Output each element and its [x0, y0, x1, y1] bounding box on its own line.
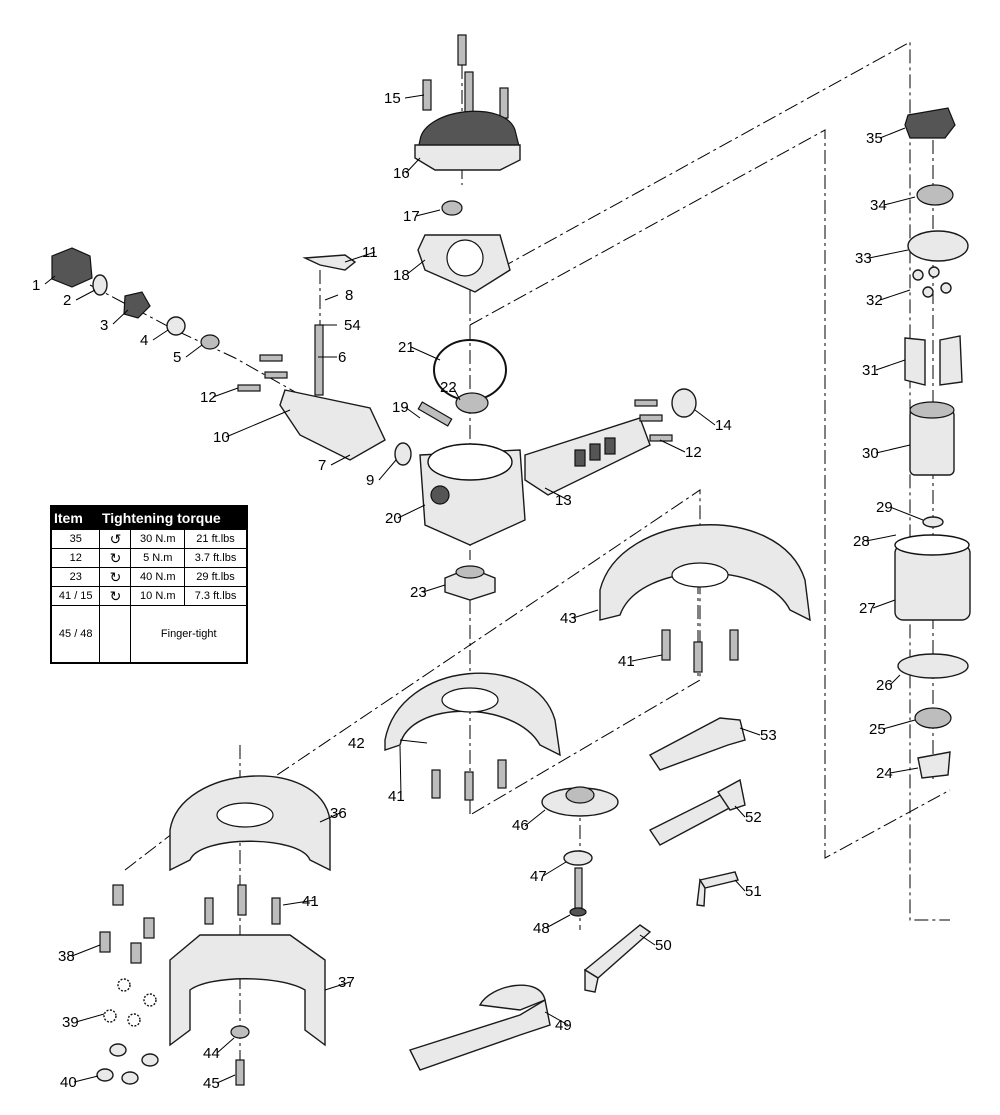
part-label: 29	[876, 499, 893, 516]
torque-nm-cell: 30 N.m	[130, 529, 186, 549]
part-label: 1	[32, 277, 40, 294]
gear-cover-assembly	[414, 34, 521, 293]
left-handle-assembly	[51, 247, 412, 466]
part-label: 35	[866, 130, 883, 147]
torque-ftlbs-cell: 7.3 ft.lbs	[184, 586, 248, 606]
part-label: 39	[62, 1014, 79, 1031]
part-label: 22	[440, 379, 457, 396]
table-row: 35 ↺ 30 N.m 21 ft.lbs	[50, 529, 248, 549]
part-label: 6	[338, 349, 346, 366]
part-number-labels: 1 2 3 4 5 6 7 8 9 10 11 12 12 13 14 15 1…	[32, 90, 893, 1092]
part-label: 33	[855, 250, 872, 267]
clockwise-arrow-icon: ↻	[99, 586, 132, 606]
part-label: 38	[58, 948, 75, 965]
wheel-guards	[169, 524, 811, 1047]
part-label: 4	[140, 332, 148, 349]
item-cell: 23	[50, 567, 101, 587]
item-cell: 12	[50, 548, 101, 568]
fasteners	[96, 629, 739, 1086]
part-label: 32	[866, 292, 883, 309]
part-label: 40	[60, 1074, 77, 1091]
part-label: 9	[366, 472, 374, 489]
table-header-torque: Tightening torque	[99, 506, 247, 530]
part-label: 30	[862, 445, 879, 462]
part-label: 24	[876, 765, 893, 782]
part-label: 48	[533, 920, 550, 937]
torque-ftlbs-cell: 29 ft.lbs	[184, 567, 248, 587]
torque-nm-cell: 5 N.m	[130, 548, 186, 568]
part-label: 46	[512, 817, 529, 834]
counterclockwise-arrow-icon: ↺	[99, 529, 132, 549]
part-label: 20	[385, 510, 402, 527]
part-label: 14	[715, 417, 732, 434]
part-label: 27	[859, 600, 876, 617]
part-label: 25	[869, 721, 886, 738]
part-label: 34	[870, 197, 887, 214]
part-label: 42	[348, 735, 365, 752]
part-label: 45	[203, 1075, 220, 1092]
gear-head-assembly	[417, 339, 526, 601]
part-label: 47	[530, 868, 547, 885]
part-label: 12	[200, 389, 217, 406]
part-label: 5	[173, 349, 181, 366]
part-label: 28	[853, 533, 870, 550]
item-cell: 35	[50, 529, 101, 549]
empty-direction-cell	[99, 605, 132, 664]
leader-lines	[44, 94, 924, 1084]
part-label: 16	[393, 165, 410, 182]
right-handle-assembly	[524, 388, 697, 496]
part-label: 37	[338, 974, 355, 991]
part-label: 49	[555, 1017, 572, 1034]
part-label: 10	[213, 429, 230, 446]
torque-nm-cell: 10 N.m	[130, 586, 186, 606]
clockwise-arrow-icon: ↻	[99, 567, 132, 587]
part-label: 23	[410, 584, 427, 601]
part-label: 15	[384, 90, 401, 107]
part-label: 13	[555, 492, 572, 509]
part-label: 2	[63, 292, 71, 309]
part-label: 7	[318, 457, 326, 474]
part-label: 8	[345, 287, 353, 304]
part-label: 31	[862, 362, 879, 379]
part-label: 12	[685, 444, 702, 461]
part-label: 11	[362, 244, 378, 261]
table-row: 12 ↻ 5 N.m 3.7 ft.lbs	[50, 548, 248, 568]
part-label: 43	[560, 610, 577, 627]
torque-ftlbs-cell: 21 ft.lbs	[184, 529, 248, 549]
part-label: 41	[388, 788, 405, 805]
part-label: 54	[344, 317, 361, 334]
item-cell: 41 / 15	[50, 586, 101, 606]
table-row: 45 / 48 Finger-tight	[50, 605, 248, 664]
part-label: 44	[203, 1045, 220, 1062]
part-label: 21	[398, 339, 415, 356]
part-label: 3	[100, 317, 108, 334]
item-cell: 45 / 48	[50, 605, 101, 664]
part-label: 51	[745, 883, 762, 900]
part-label: 50	[655, 937, 672, 954]
part-label: 52	[745, 809, 762, 826]
part-label: 41	[618, 653, 635, 670]
part-label: 18	[393, 267, 410, 284]
torque-ftlbs-cell: 3.7 ft.lbs	[184, 548, 248, 568]
part-label: 26	[876, 677, 893, 694]
clockwise-arrow-icon: ↻	[99, 548, 132, 568]
table-header-item: Item	[51, 506, 100, 530]
part-label: 53	[760, 727, 777, 744]
finger-tight-note: Finger-tight	[130, 605, 248, 664]
part-label: 19	[392, 399, 409, 416]
part-label: 17	[403, 208, 420, 225]
part-label: 41	[302, 893, 319, 910]
motor-assembly	[894, 107, 971, 779]
table-row: 41 / 15 ↻ 10 N.m 7.3 ft.lbs	[50, 586, 248, 606]
tightening-torque-table: Item Tightening torque 35 ↺ 30 N.m 21 ft…	[50, 505, 248, 664]
flanges-and-tools	[409, 717, 746, 1071]
torque-nm-cell: 40 N.m	[130, 567, 186, 587]
table-row: 23 ↻ 40 N.m 29 ft.lbs	[50, 567, 248, 587]
